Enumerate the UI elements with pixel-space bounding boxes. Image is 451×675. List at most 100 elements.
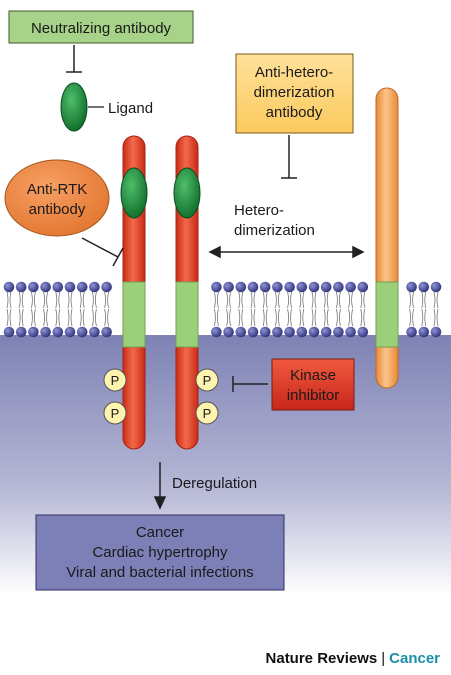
lipid-head: [296, 281, 308, 293]
lipid-head: [430, 281, 442, 293]
lipid-head: [357, 326, 369, 338]
anti-hetero-line1: Anti-hetero-: [255, 64, 333, 81]
deregulation-arrow: [153, 462, 167, 510]
lipid-head: [76, 281, 88, 293]
lipid-head: [247, 326, 259, 338]
lipid-head: [211, 326, 222, 338]
phospho-label: P: [111, 406, 120, 421]
journal-credit: Nature Reviews|Cancer: [0, 650, 440, 667]
phospho-circle: [103, 368, 127, 392]
phospho-label: P: [203, 373, 212, 388]
phospho-circle: [103, 401, 127, 425]
lipid-head: [3, 281, 15, 293]
anti-rtk-line1: Anti-RTK: [27, 181, 88, 198]
lipid-head: [345, 281, 356, 293]
cell-membrane: [3, 281, 442, 338]
journal-name: Cancer: [389, 650, 440, 667]
heterodimerization-line2: dimerization: [234, 222, 315, 239]
lipid-head: [406, 281, 417, 293]
lipid-head: [430, 326, 442, 338]
heterodimerization-arrow: [208, 245, 365, 259]
ligand-on-right-receptor: [173, 167, 201, 219]
lipid-head: [101, 326, 112, 338]
anti-heterodimerization-box: Anti-hetero- dimerization antibody: [235, 53, 354, 134]
receptor-left-transmembrane: [122, 281, 146, 348]
credit-separator: |: [381, 650, 386, 667]
receptor-right: [173, 135, 201, 450]
ligand-label: Ligand: [108, 100, 153, 117]
lipid-head: [64, 281, 76, 293]
anti-rtk-line2: antibody: [29, 201, 86, 218]
lipid-head: [40, 281, 51, 293]
lipid-head: [259, 326, 271, 338]
lipid-head: [320, 281, 332, 293]
phospho-label: P: [203, 406, 212, 421]
lipid-head: [223, 281, 234, 293]
lipid-head: [89, 281, 100, 293]
phospho-groups: P P P P: [103, 368, 219, 425]
lipid-head: [89, 326, 100, 338]
outcome-cardiac-hypertrophy: Cardiac hypertrophy: [92, 544, 228, 561]
outcome-cancer: Cancer: [136, 524, 184, 541]
lipid-head: [211, 281, 222, 293]
lipid-head: [333, 326, 344, 338]
publisher-name: Nature Reviews: [265, 650, 378, 667]
lipid-head: [272, 326, 283, 338]
phospho-circle: [195, 368, 219, 392]
lipid-head: [345, 326, 356, 338]
partner-receptor-transmembrane: [375, 281, 399, 348]
lipid-head: [101, 281, 112, 293]
lipid-head: [272, 281, 283, 293]
lipid-head: [64, 326, 76, 338]
lipid-head: [308, 326, 320, 338]
lipid-head: [52, 326, 64, 338]
lipid-head: [15, 281, 27, 293]
neutralizing-inhibition-arrow: [66, 45, 82, 73]
lipid-head: [259, 281, 271, 293]
receptor-right-transmembrane: [175, 281, 199, 348]
phospho-label: P: [111, 373, 120, 388]
kinase-inhibitor-line2: inhibitor: [287, 387, 340, 404]
kinase-inhibition-arrow: [232, 376, 268, 392]
anti-rtk-antibody: Anti-RTK antibody: [4, 159, 110, 237]
lipid-head: [28, 281, 39, 293]
lipid-head: [284, 281, 295, 293]
lipid-head: [418, 281, 430, 293]
lipid-head: [235, 326, 247, 338]
lipid-head: [418, 326, 430, 338]
anti-rtk-inhibition-arrow: [81, 237, 124, 267]
ligand-on-left-receptor: [120, 167, 148, 219]
lipid-head: [3, 326, 15, 338]
lipid-head: [28, 326, 39, 338]
kinase-inhibitor-line1: Kinase: [290, 367, 336, 384]
heterodimerization-line1: Hetero-: [234, 202, 284, 219]
deregulation-label: Deregulation: [172, 475, 257, 492]
lipid-head: [296, 326, 308, 338]
lipid-head: [235, 281, 247, 293]
partner-receptor: [375, 87, 399, 389]
lipid-head: [52, 281, 64, 293]
receptor-left: [120, 135, 148, 450]
lipid-head: [76, 326, 88, 338]
outcomes-box: Cancer Cardiac hypertrophy Viral and bac…: [35, 514, 285, 591]
lipid-head: [40, 326, 51, 338]
neutralizing-antibody-label: Neutralizing antibody: [31, 20, 172, 37]
lipid-head: [247, 281, 259, 293]
lipid-head: [284, 326, 295, 338]
anti-hetero-inhibition-arrow: [281, 135, 297, 179]
phospho-circle: [195, 401, 219, 425]
lipid-head: [15, 326, 27, 338]
lipid-head: [357, 281, 369, 293]
free-ligand: [60, 82, 88, 132]
lipid-head: [308, 281, 320, 293]
lipid-head: [406, 326, 417, 338]
kinase-inhibitor-box: Kinase inhibitor: [271, 358, 355, 411]
anti-hetero-line2: dimerization: [254, 84, 335, 101]
lipid-head: [223, 326, 234, 338]
outcome-infections: Viral and bacterial infections: [66, 564, 253, 581]
anti-hetero-line3: antibody: [266, 104, 323, 121]
lipid-head: [333, 281, 344, 293]
lipid-head: [320, 326, 332, 338]
neutralizing-antibody-box: Neutralizing antibody: [8, 10, 194, 44]
